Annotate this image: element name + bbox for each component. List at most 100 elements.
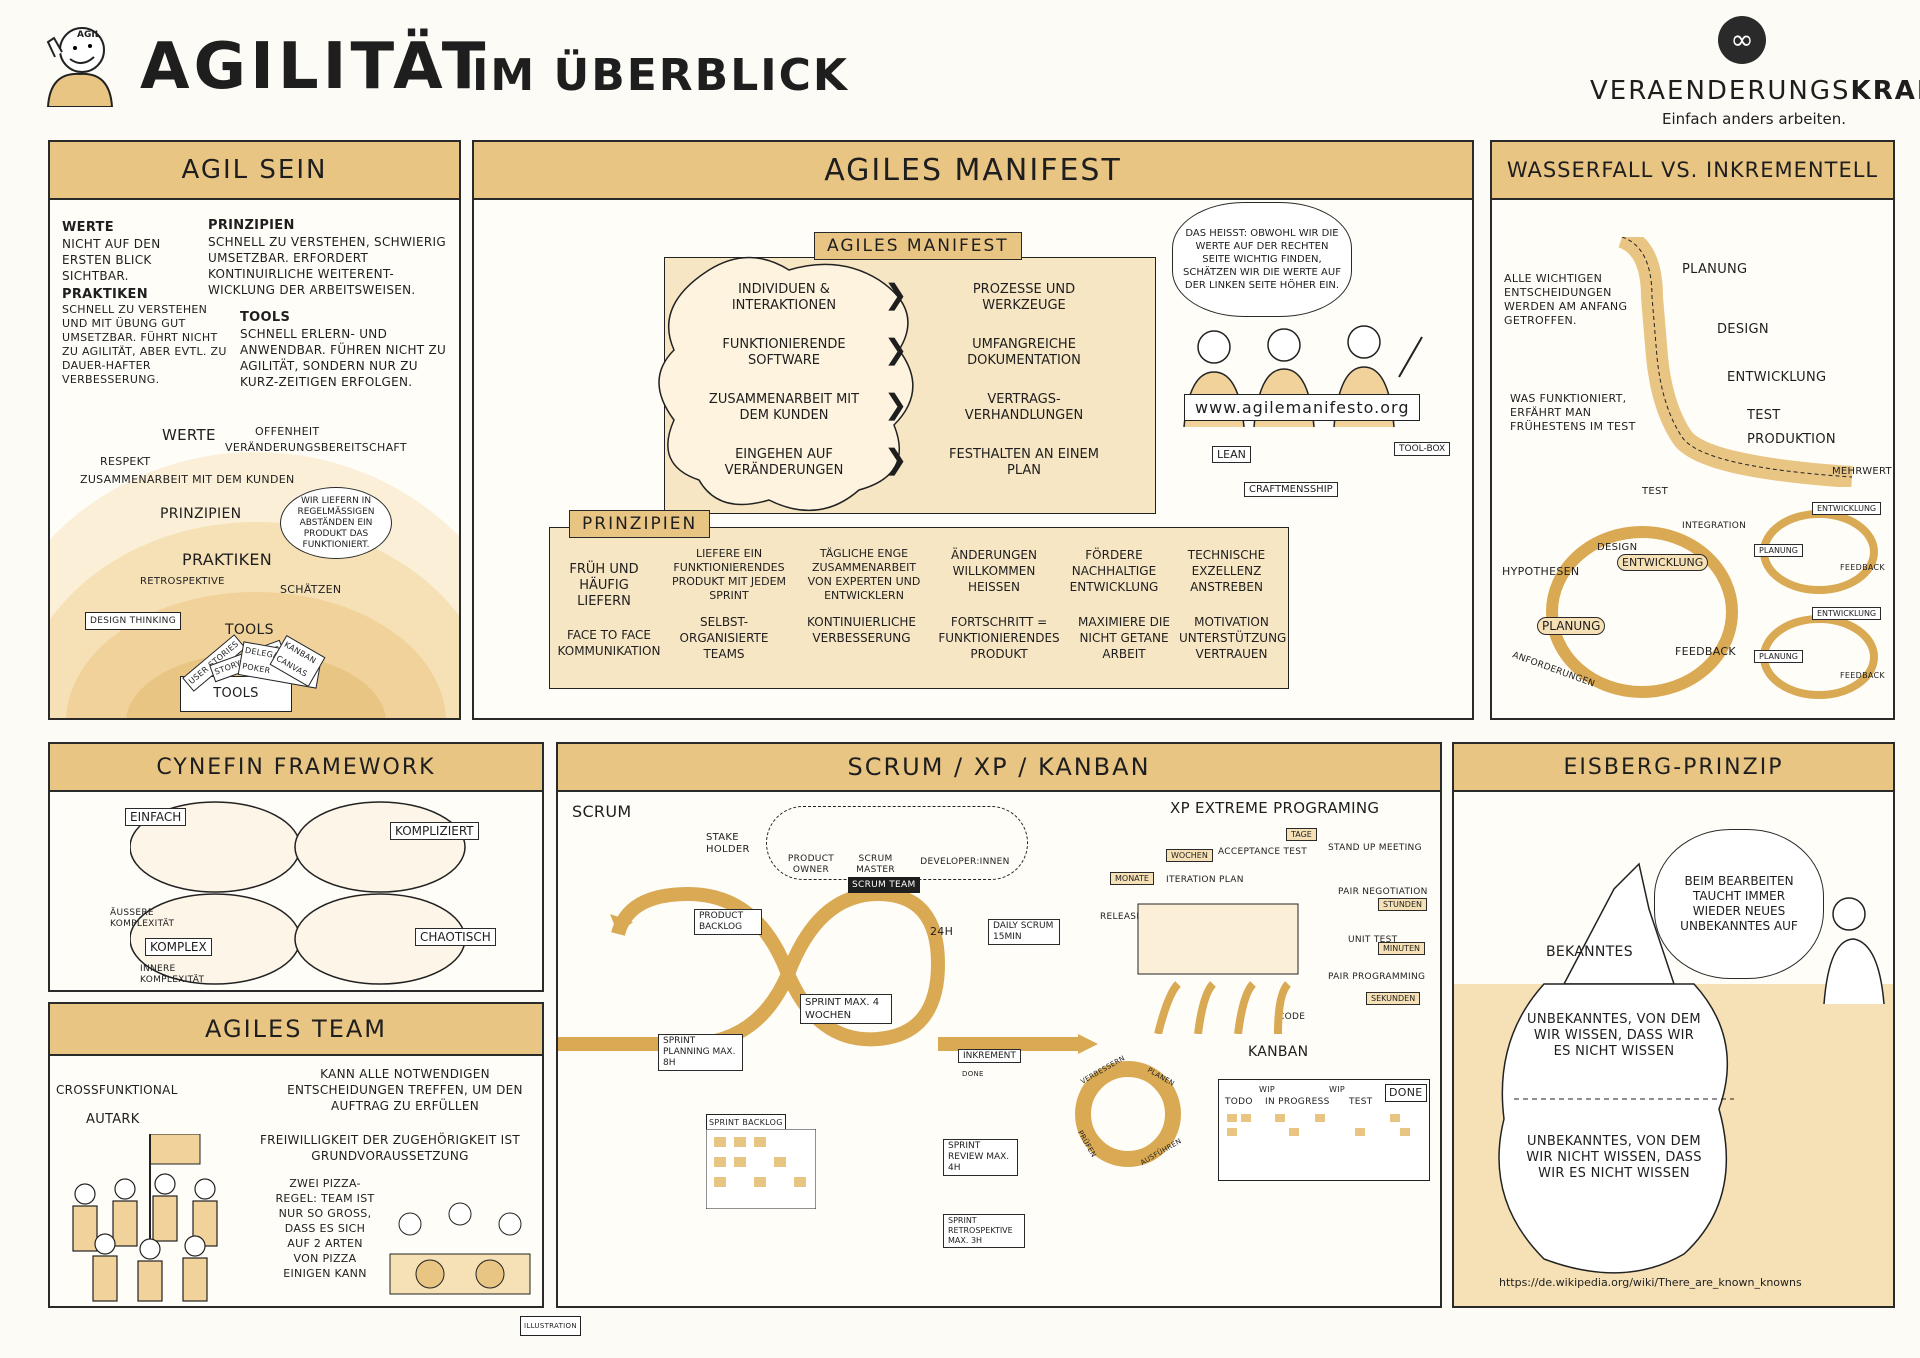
unbekanntes-1: UNBEKANNTES, VON DEM WIR WISSEN, DASS WI… [1527, 1012, 1701, 1059]
prinzipien-bubble: WIR LIEFERN IN REGELMÄSSIGEN ABSTÄNDEN E… [280, 487, 392, 559]
kanban-wip: WIP [1329, 1085, 1345, 1094]
team-text-2: FREIWILLIGKEIT DER ZUGEHÖRIGKEIT IST GRU… [259, 1133, 521, 1163]
prinzipien-heading: PRINZIPIEN [208, 218, 295, 233]
panel-team: AGILES TEAM CROSSFUNKTIONAL AUTARK KANN … [48, 1002, 544, 1308]
praktiken-heading: PRAKTIKEN [62, 287, 148, 302]
layer-tools-label: TOOLS [225, 622, 274, 638]
phase-entwicklung: ENTWICKLUNG [1727, 370, 1827, 385]
chevron-right-icon: ❯ [884, 388, 908, 421]
practice-retro: RETROSPEKTIVE [140, 576, 225, 587]
cynefin-innere: INNERE KOMPLEXITÄT [140, 964, 205, 985]
cynefin-chaotisch: CHAOTISCH [415, 928, 496, 946]
small-feedback: FEEDBACK [1840, 563, 1885, 572]
tools-heading: TOOLS [240, 310, 291, 325]
praktiken-text: SCHNELL ZU VERSTEHEN UND MIT ÜBUNG GUT U… [62, 303, 227, 386]
layer-prinzipien-label: PRINZIPIEN [160, 506, 242, 522]
brand-suffix: KRAFT [1850, 76, 1920, 106]
wiki-link[interactable]: https://de.wikipedia.org/wiki/There_are_… [1499, 1276, 1802, 1289]
product-backlog: PRODUCT BACKLOG [694, 909, 762, 935]
principle: MOTIVATION UNTERSTÜTZUNG VERTRAUEN [1179, 615, 1287, 661]
xp-code: CODE [1278, 1012, 1306, 1022]
toolbox-label: TOOL-BOX [1394, 442, 1451, 456]
inkrement-box: INKREMENT [958, 1049, 1021, 1063]
page-subtitle: IM ÜBERBLICK [472, 50, 850, 101]
manifest-left: EINGEHEN AUF VERÄNDERUNGEN [724, 447, 844, 478]
principles-board [549, 527, 1289, 689]
xp-scene [1137, 903, 1299, 1034]
principle: TECHNISCHE EXZELLENZ ANSTREBEN [1187, 548, 1266, 594]
mehrwert-label: MEHRWERT [1832, 466, 1892, 477]
tools-text: SCHNELL ERLERN- UND ANWENDBAR. FÜHREN NI… [240, 327, 447, 389]
team-autark: AUTARK [86, 1112, 140, 1127]
small-planung: PLANUNG [1754, 544, 1803, 557]
brand-tagline: Einfach anders arbeiten. [1662, 110, 1847, 128]
xp-acceptance: ACCEPTANCE TEST [1218, 847, 1308, 857]
mascot: AGIL [40, 12, 120, 108]
xp-title: XP EXTREME PROGRAMING [1170, 799, 1380, 817]
inc-hypothesen: HYPOTHESEN [1502, 565, 1580, 578]
layer-werte-label: WERTE [162, 426, 216, 444]
panel-title: AGILES MANIFEST [474, 142, 1472, 200]
value-veraenderung: VERÄNDERUNGSBEREITSCHAFT [225, 441, 407, 454]
illustration-credit: ILLUSTRATION [520, 1316, 581, 1336]
manifest-rows: INDIVIDUEN & INTERAKTIONEN ❯ PROZESSE UN… [674, 278, 1154, 502]
xp-standup: STAND UP MEETING [1328, 843, 1422, 853]
xp-wochen: WOCHEN [1166, 849, 1213, 862]
panel-eisberg: EISBERG-PRINZIP BEKANNTES UNBEKANNTES, V… [1452, 742, 1895, 1308]
principle: ÄNDERUNGEN WILLKOMMEN HEIßEN [951, 548, 1037, 594]
panel-title: SCRUM / XP / KANBAN [558, 744, 1440, 792]
value-respekt: RESPEKT [100, 455, 151, 468]
daily-scrum: DAILY SCRUM 15MIN [988, 919, 1060, 945]
manifest-cloud [658, 256, 914, 512]
manifest-tag: AGILES MANIFEST [814, 232, 1022, 260]
manifest-right: UMFANGREICHE DOKUMENTATION [967, 337, 1081, 368]
inc-design: DESIGN [1597, 542, 1638, 553]
xp-minuten: MINUTEN [1378, 942, 1426, 955]
practice-design-thinking: DESIGN THINKING [85, 612, 181, 630]
small-entwicklung: ENTWICKLUNG [1812, 502, 1882, 515]
practice-schaetzen: SCHÄTZEN [280, 583, 342, 596]
xp-tage: TAGE [1286, 828, 1317, 841]
role-sm: SCRUM MASTER [856, 854, 895, 875]
cynefin-einfach: EINFACH [125, 808, 187, 826]
panel-scrum: SCRUM / XP / KANBAN SCRUM STAKE HOLDER P… [556, 742, 1442, 1308]
iceberg [1498, 862, 1734, 1274]
unbekanntes-2: UNBEKANNTES, VON DEM WIR NICHT WISSEN, D… [1526, 1134, 1702, 1181]
chevron-right-icon: ❯ [884, 333, 908, 366]
inkrement-done: DONE [962, 1070, 984, 1078]
manifesto-url: www.agilemanifesto.org [1184, 394, 1421, 421]
panel-wasserfall: WASSERFALL vs. INKREMENTELL ALLE WICHTIG… [1490, 140, 1895, 720]
thought-bubble: BEIM BEARBEITEN TAUCHT IMMER WIEDER NEUE… [1654, 829, 1824, 979]
principle: SELBST-ORGANISIERTE TEAMS [679, 615, 769, 661]
werte-text: NICHT AUF DEN ERSTEN BLICK SICHTBAR. [62, 237, 161, 283]
role-po: PRODUCT OWNER [787, 854, 835, 875]
brand-logo: ∞ [1718, 16, 1766, 64]
inc-entwicklung: ENTWICKLUNG [1617, 554, 1709, 571]
team-text-1: KANN ALLE NOTWENDIGEN ENTSCHEIDUNGEN TRE… [287, 1067, 523, 1113]
panel-title: AGILES TEAM [50, 1004, 542, 1056]
small-entwicklung: ENTWICKLUNG [1812, 607, 1882, 620]
daily-24h: 24h [930, 925, 954, 938]
xp-release-plan: RELEASE PLAN [1100, 912, 1171, 922]
manifest-right: VERTRAGS-VERHANDLUNGEN [964, 392, 1084, 423]
tools-box-label: TOOLS [213, 686, 259, 701]
kanban-board: WIP WIP TODO IN PROGRESS TEST DONE [1218, 1079, 1430, 1181]
principle: FACE TO FACE KOMMUNIKATION [557, 628, 661, 658]
prinzipien-text: SCHNELL ZU VERSTEHEN, SCHWIERIG UMSETZBA… [208, 235, 446, 297]
waterfall-stream [1617, 237, 1853, 487]
speech-bubble: DAS HEISST: OBWOHL WIR DIE WERTE AUF DER… [1172, 202, 1352, 317]
sprint-review: SPRINT REVIEW MAX. 4h [943, 1139, 1018, 1176]
principle: KONTINUIERLICHE VERBESSERUNG [807, 615, 916, 645]
value-zusammenarbeit: ZUSAMMENARBEIT MIT DEM KUNDEN [80, 473, 295, 486]
principle: FÖRDERE NACHHALTIGE ENTWICKLUNG [1069, 548, 1159, 594]
role-dev: DEVELOPER:INNEN [920, 857, 1010, 867]
waterfall-note-2: WAS FUNKTIONIERT, ERFÄHRT MAN FRÜHESTENS… [1510, 392, 1636, 433]
manifest-right: PROZESSE UND WERKZEUGE [972, 282, 1076, 313]
small-planung: PLANUNG [1754, 650, 1803, 663]
xp-monate: MONATE [1110, 872, 1154, 885]
brand-prefix: VERAENDERUNGS [1590, 76, 1851, 106]
team-figures [72, 1134, 218, 1302]
werte-heading: WERTE [62, 220, 114, 235]
kanban-col-progress: IN PROGRESS [1265, 1097, 1330, 1107]
xp-sekunden: SEKUNDEN [1366, 992, 1421, 1005]
